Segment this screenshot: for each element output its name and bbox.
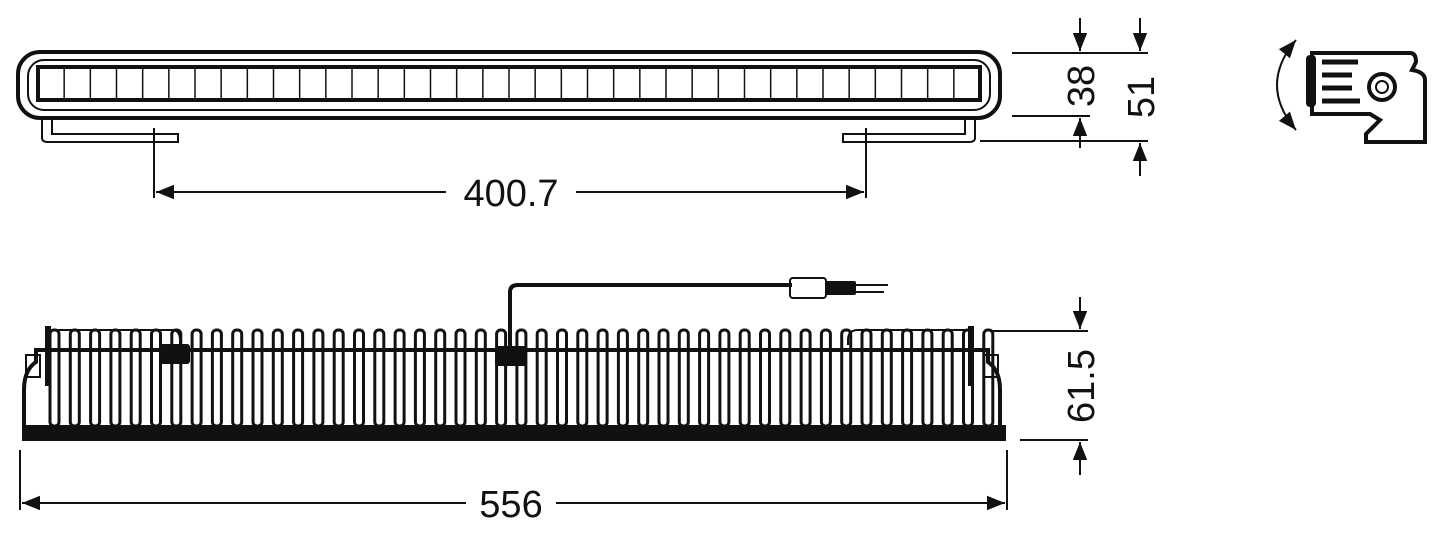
dimension-total-height: 51 <box>1121 76 1163 118</box>
heatsink-fin <box>941 328 954 428</box>
led-cells <box>63 69 955 98</box>
heatsink-fin <box>373 328 386 428</box>
end-cap <box>25 354 41 378</box>
heatsink-fin <box>109 328 122 428</box>
heatsink-fin <box>596 328 609 428</box>
front-view: 400.7 38 51 <box>16 18 1163 215</box>
connector-pins <box>856 284 888 293</box>
heatsink-fin <box>312 328 325 428</box>
housing-outline <box>16 50 1002 120</box>
lens <box>36 65 982 102</box>
top-view: 61.5 556 <box>19 277 1103 526</box>
heatsink-fin <box>150 328 162 428</box>
connector <box>789 277 827 299</box>
bracket-body <box>1310 51 1427 144</box>
heatsink-fin <box>576 328 589 428</box>
pivot-bolt-inner <box>1375 80 1389 94</box>
dimension-length: 556 <box>479 484 542 526</box>
heatsink-fin <box>393 328 406 428</box>
heatsink-fin <box>616 328 629 428</box>
heatsink-fin <box>251 328 264 428</box>
heatsink-fin <box>535 328 548 428</box>
heatsink-fin <box>474 328 487 428</box>
heatsink-fin <box>210 328 223 428</box>
pivot-bolt <box>1367 72 1397 102</box>
heatsink-fins <box>48 328 995 428</box>
heatsink-fin <box>738 328 751 428</box>
heatsink-fin <box>759 328 771 428</box>
base-plate <box>22 425 1006 441</box>
heatsink-fin <box>637 328 650 428</box>
heatsink-fin <box>190 328 203 428</box>
heatsink-fin <box>129 328 142 428</box>
left-mount <box>48 329 181 345</box>
heatsink-fin <box>292 328 305 428</box>
heatsink-fin <box>353 328 365 428</box>
cable-gland <box>495 346 527 366</box>
heatsink-fin <box>89 328 102 428</box>
heatsink-fin <box>231 328 244 428</box>
cable <box>508 283 792 346</box>
heatsink-fin <box>68 328 81 428</box>
heatsink-fin <box>556 328 568 428</box>
right-foot <box>842 118 976 143</box>
dimension-depth: 61.5 <box>1061 349 1103 423</box>
heatsink-fin <box>921 328 934 428</box>
heatsink-fin <box>779 328 792 428</box>
heatsink-fin <box>495 328 508 428</box>
dimension-lens-height: 38 <box>1061 65 1103 107</box>
heatsink-fin <box>48 328 61 428</box>
dimension-mount-spacing: 400.7 <box>463 173 558 215</box>
heatsink-fin <box>819 328 832 428</box>
right-mount <box>847 329 970 345</box>
heatsink-fin <box>271 328 284 428</box>
left-bracket <box>45 326 51 386</box>
heatsink-fin <box>901 328 914 428</box>
heatsink-fin <box>860 328 873 428</box>
heatsink-fin <box>657 328 670 428</box>
end-cap <box>983 354 999 378</box>
heatsink-fin <box>677 328 690 428</box>
bracket-side-view-icon <box>1276 39 1427 144</box>
heatsink-fin <box>698 328 711 428</box>
heatsink-fin <box>413 328 426 428</box>
heatsink-fin <box>434 328 447 428</box>
heatsink-fin <box>799 328 812 428</box>
fins <box>1322 59 1360 104</box>
right-bracket <box>968 326 974 386</box>
left-foot <box>41 118 179 143</box>
heatsink-fin <box>454 328 467 428</box>
rotation-arrow-icon <box>1276 39 1297 131</box>
heatsink-fin <box>332 328 345 428</box>
heatsink-fin <box>840 328 853 428</box>
clip <box>160 344 190 364</box>
heatsink-fin <box>718 328 731 428</box>
heatsink-fin <box>880 328 893 428</box>
housing-inner <box>27 59 991 111</box>
heatsink-fin <box>515 328 528 428</box>
connector-plug <box>826 281 856 295</box>
